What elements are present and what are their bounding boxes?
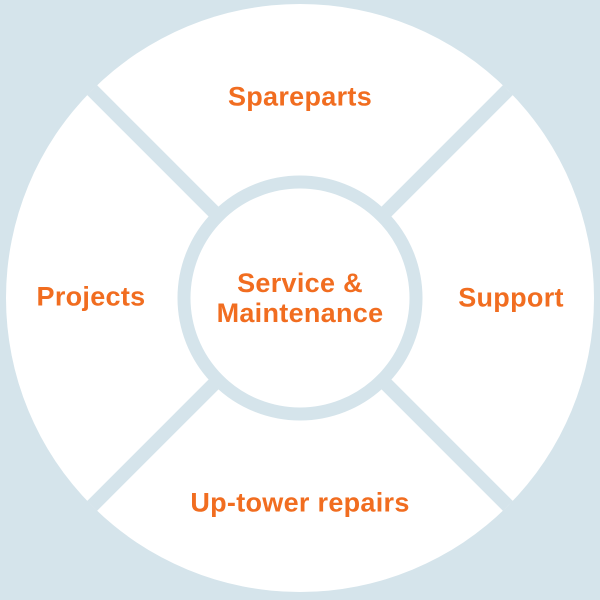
segment-label-up-tower-repairs: Up-tower repairs — [190, 487, 410, 518]
segment-label-projects: Projects — [36, 281, 146, 312]
center-label-line1: Service & — [237, 268, 363, 298]
center-hub-circle — [177, 175, 423, 421]
center-label-line2: Maintenance — [216, 298, 384, 328]
center-label: Service & Maintenance — [217, 268, 384, 328]
segment-label-support: Support — [458, 282, 564, 313]
segment-label-spareparts: Spareparts — [227, 81, 373, 112]
